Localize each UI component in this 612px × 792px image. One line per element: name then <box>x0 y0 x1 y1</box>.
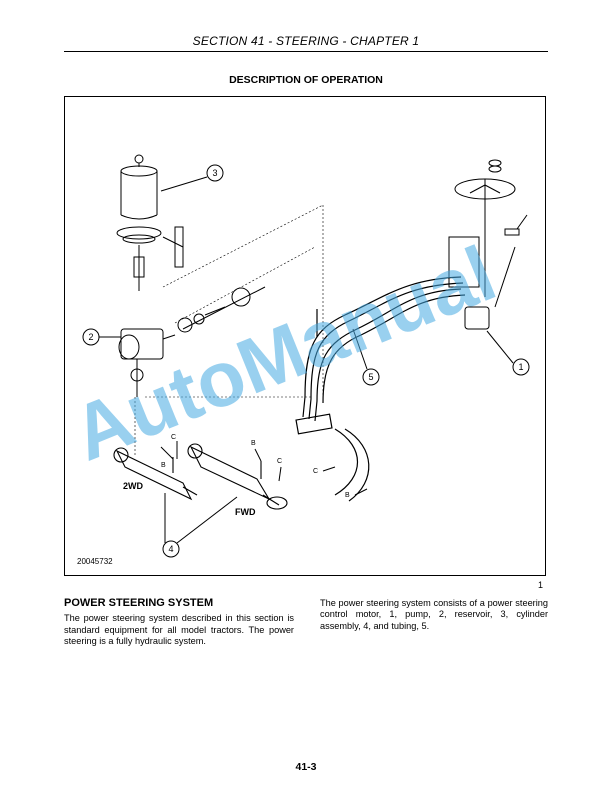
reservoir-drawing <box>116 154 184 291</box>
cylinder-label-2wd: 2WD <box>123 481 144 491</box>
right-column: The power steering system consists of a … <box>320 598 548 632</box>
callout-label-1: 1 <box>518 362 523 372</box>
steering-diagram-figure: 3 2 1 5 4 B C B C C B 2WD FWD 20045732 <box>64 96 546 576</box>
right-paragraph: The power steering system consists of a … <box>320 598 548 631</box>
callout-label-3: 3 <box>212 168 217 178</box>
callout-label-5: 5 <box>368 372 373 382</box>
callout-label-4: 4 <box>168 544 173 554</box>
callout-label-2: 2 <box>88 332 93 342</box>
callout-1 <box>512 358 530 376</box>
port-label-c-fwd: C <box>277 458 282 465</box>
port-label-c-2wd: C <box>171 434 176 441</box>
callout-4 <box>162 540 180 558</box>
figure-number: 1 <box>538 580 544 590</box>
port-label-c-tube: C <box>313 468 318 475</box>
section-header: SECTION 41 - STEERING - CHAPTER 1 <box>192 34 420 48</box>
steering-control-motor-drawing <box>448 159 528 330</box>
callout-5 <box>362 368 380 386</box>
port-label-b-2wd: B <box>161 462 166 469</box>
figure-id: 20045732 <box>77 557 113 566</box>
section-heading: DESCRIPTION OF OPERATION <box>229 74 383 86</box>
header-rule <box>64 51 548 52</box>
cylinder-assembly-drawing <box>113 443 288 510</box>
tubing-drawing <box>295 276 466 502</box>
port-label-b-fwd: B <box>251 440 256 447</box>
power-steering-heading: POWER STEERING SYSTEM <box>64 597 214 609</box>
left-column: POWER STEERING SYSTEM The power steering… <box>64 597 294 648</box>
left-paragraph: The power steering system described in t… <box>64 613 294 647</box>
callout-3 <box>206 164 224 182</box>
steering-diagram-drawing: 3 2 1 5 4 B C B C C B 2WD FWD <box>82 154 530 558</box>
pump-drawing <box>118 286 266 397</box>
cylinder-label-fwd: FWD <box>235 507 256 517</box>
port-label-b-tube: B <box>345 492 350 499</box>
page-number: 41-3 <box>295 761 317 773</box>
